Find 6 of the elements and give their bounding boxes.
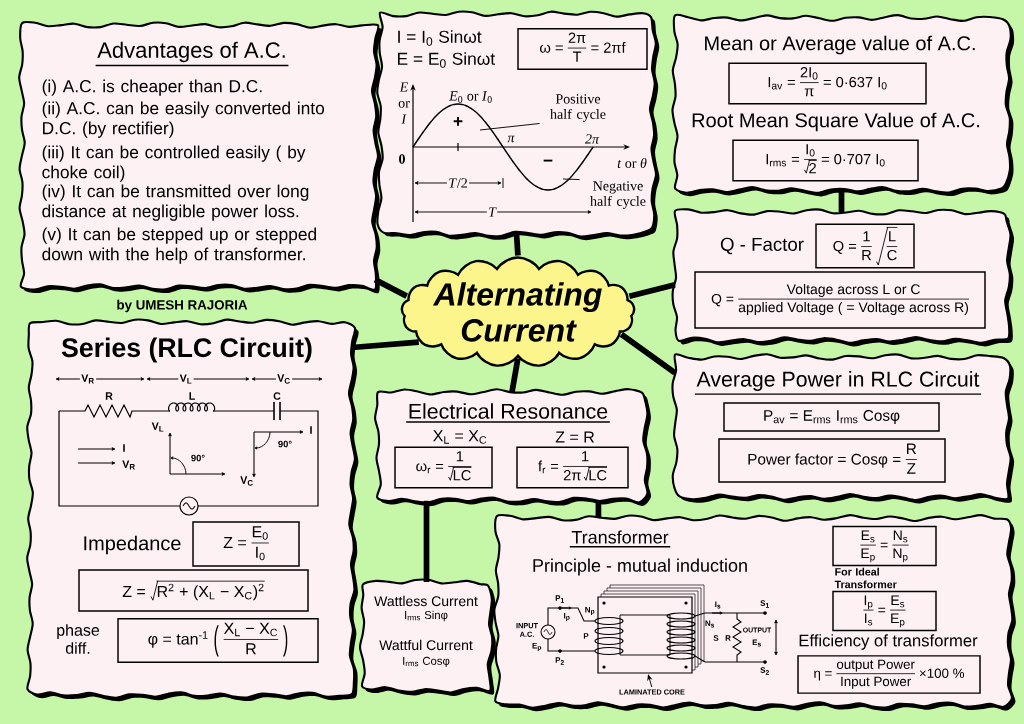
connector-line [423, 500, 430, 582]
connector-line [619, 331, 677, 376]
connector-line [628, 281, 676, 300]
connector-line [509, 358, 521, 393]
connector-line [373, 277, 409, 299]
cloud: Alternating Current [400, 256, 636, 367]
